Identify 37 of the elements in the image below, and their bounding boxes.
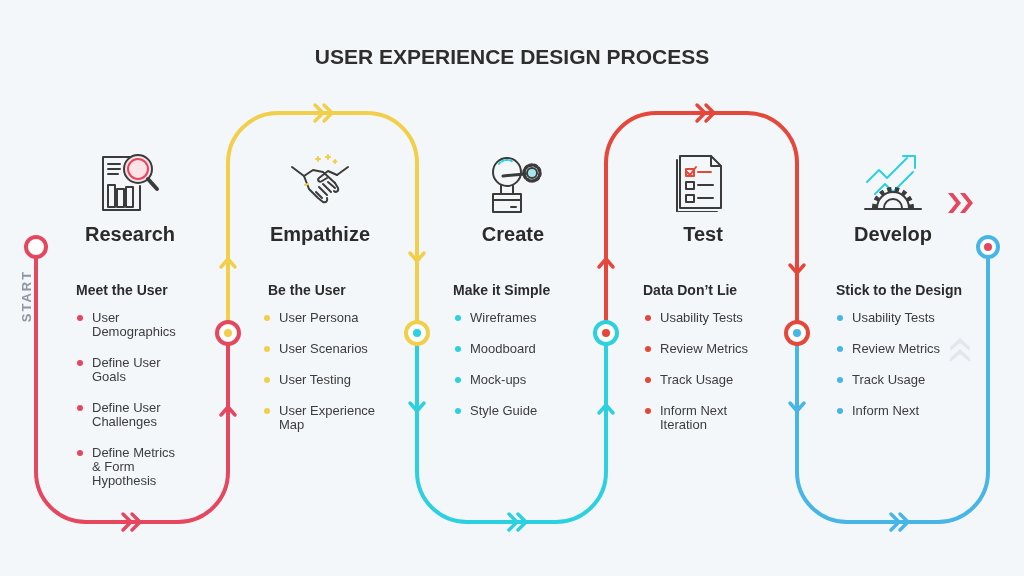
- list-item: User Scenarios: [279, 342, 368, 356]
- stage-title: Research: [84, 223, 176, 245]
- flow-arrow: [219, 103, 426, 322]
- stage-subtitle: Be the User: [268, 282, 346, 298]
- list-item: Mock-ups: [470, 373, 527, 387]
- list-item: Define Metrics & Form Hypothesis: [92, 446, 177, 488]
- flow-arrow: [597, 103, 806, 322]
- flow-arrow: [788, 257, 990, 532]
- list-item: Inform Next Iteration: [660, 404, 729, 432]
- stage-subtitle: Make it Simple: [453, 282, 551, 298]
- stage-subtitle: Meet the User: [76, 282, 168, 298]
- list-item: Track Usage: [852, 373, 926, 387]
- start-label: START: [19, 269, 33, 323]
- diagram-title: USER EXPERIENCE DESIGN PROCESS: [314, 45, 710, 69]
- stage-subtitle: Stick to the Design: [836, 282, 963, 298]
- list-item: User Persona: [279, 311, 359, 325]
- stage-subtitle: Data Don’t Lie: [643, 282, 738, 298]
- stage-title: Develop: [854, 223, 932, 245]
- list-item: Wireframes: [470, 311, 537, 325]
- list-item: User Demographics: [92, 311, 177, 339]
- list-item: Style Guide: [470, 404, 538, 418]
- list-item: Usability Tests: [660, 311, 743, 325]
- list-item: User Experience Map: [279, 404, 377, 432]
- list-item: Define User Goals: [92, 356, 162, 384]
- stage-title: Create: [481, 223, 545, 245]
- list-item: Review Metrics: [852, 342, 941, 356]
- list-item: Track Usage: [660, 373, 734, 387]
- list-item: Review Metrics: [660, 342, 749, 356]
- list-item: Usability Tests: [852, 311, 935, 325]
- flow-arrow: [34, 257, 237, 532]
- stage-title: Test: [683, 223, 723, 245]
- list-item: Inform Next: [852, 404, 920, 418]
- list-item: User Testing: [279, 373, 351, 387]
- stage-title: Empathize: [270, 223, 370, 245]
- flow-arrow: [408, 344, 615, 532]
- list-item: Define User Challenges: [92, 401, 162, 429]
- list-item: Moodboard: [470, 342, 536, 356]
